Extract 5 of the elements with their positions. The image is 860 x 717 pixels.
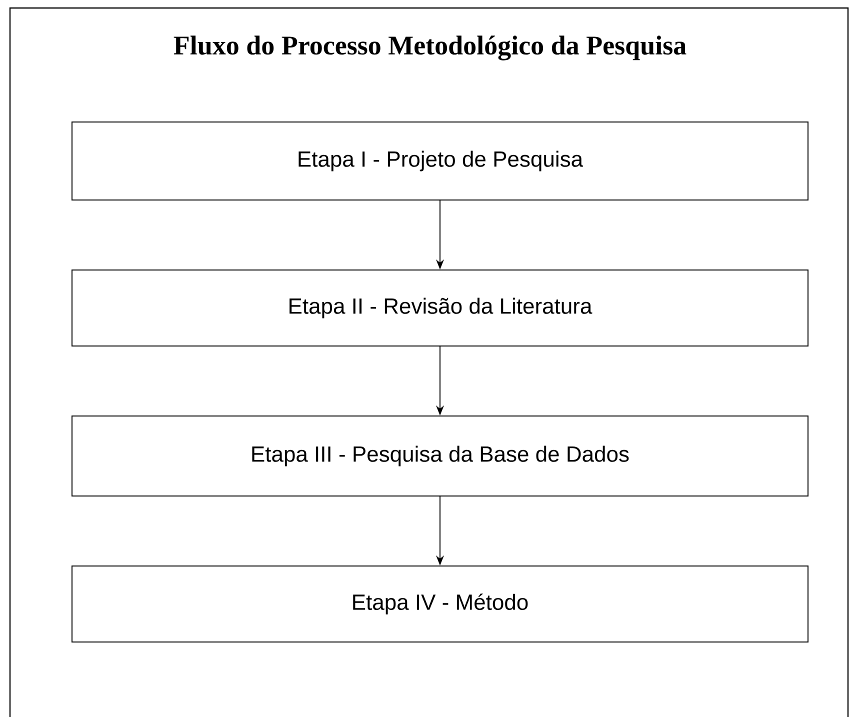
title: Fluxo do Processo Metodológico da Pesquisa — [174, 36, 686, 60]
process-box: Etapa I - Projeto de Pesquisa — [72, 122, 808, 200]
process-box: Etapa III - Pesquisa da Base de Dados — [72, 415, 808, 496]
process-box: Etapa IV - Método — [72, 565, 808, 642]
process-box: Etapa II - Revisão da Literatura — [72, 270, 808, 346]
